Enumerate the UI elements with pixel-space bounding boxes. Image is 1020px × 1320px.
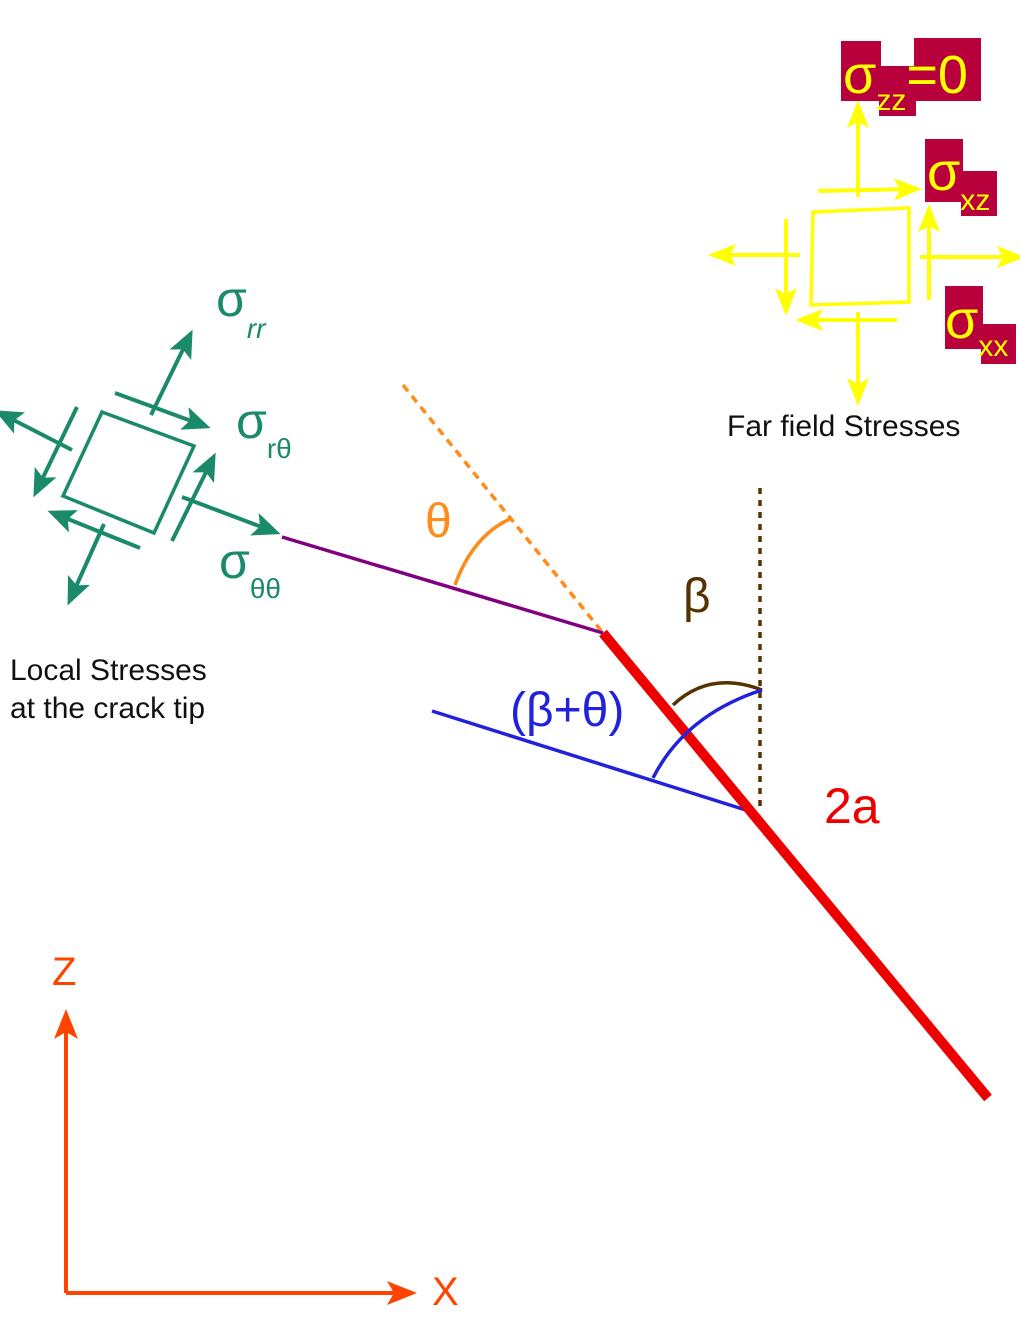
z-axis-label: Z <box>52 950 76 994</box>
far-field-element-square <box>809 206 911 307</box>
theta-reference-dashed-line <box>401 383 605 635</box>
sigma-rtheta-label: σrθ <box>236 393 292 464</box>
local-stresses-caption-line2: at the crack tip <box>10 692 206 725</box>
theta-arc <box>453 516 513 586</box>
sigma-rtheta-arrow-top <box>114 391 211 430</box>
beta-label: β <box>683 570 711 623</box>
beta-plus-theta-arc <box>651 688 763 779</box>
sigma-rr-label: σrr <box>216 271 267 344</box>
far-field-stress-element <box>708 100 1020 406</box>
sigma-rr-arrow-up <box>149 329 193 416</box>
local-element-square <box>60 409 197 536</box>
sigma-xx-label: σxx <box>945 286 1016 364</box>
crack-line <box>599 629 992 1102</box>
x-axis-label: X <box>432 1270 459 1314</box>
local-stresses-caption-line1: Local Stresses <box>10 654 207 687</box>
crack-length-label: 2a <box>824 778 880 834</box>
sigma-xz-arrow-top <box>817 178 922 201</box>
sigma-xz-label: σxz <box>925 139 997 217</box>
sigma-rtheta-arrow-bottom <box>47 510 141 550</box>
svg-text:σzz=0: σzz=0 <box>843 45 968 117</box>
sigma-zz-label: σzz=0 <box>841 38 981 117</box>
beta-plus-theta-line <box>431 709 753 814</box>
beta-plus-theta-label: (β+θ) <box>510 684 624 737</box>
kink-direction-line <box>281 535 604 635</box>
sigma-thetatheta-arrow-right <box>181 495 281 536</box>
sigma-rtheta-arrow-left <box>33 406 79 498</box>
sigma-rr-arrow-down <box>67 523 106 606</box>
sigma-thetatheta-label: σθθ <box>219 533 281 604</box>
theta-label: θ <box>425 495 452 548</box>
svg-text:σxx: σxx <box>945 290 1008 363</box>
far-field-caption: Far field Stresses <box>727 410 961 443</box>
local-stress-element <box>0 329 281 606</box>
beta-arc <box>671 680 763 707</box>
svg-text:σxz: σxz <box>927 142 990 217</box>
sigma-thetatheta-arrow-left <box>0 410 73 452</box>
sigma-rtheta-arrow-right <box>170 452 216 542</box>
local-stresses-caption: Local Stresses at the crack tip <box>10 652 207 728</box>
